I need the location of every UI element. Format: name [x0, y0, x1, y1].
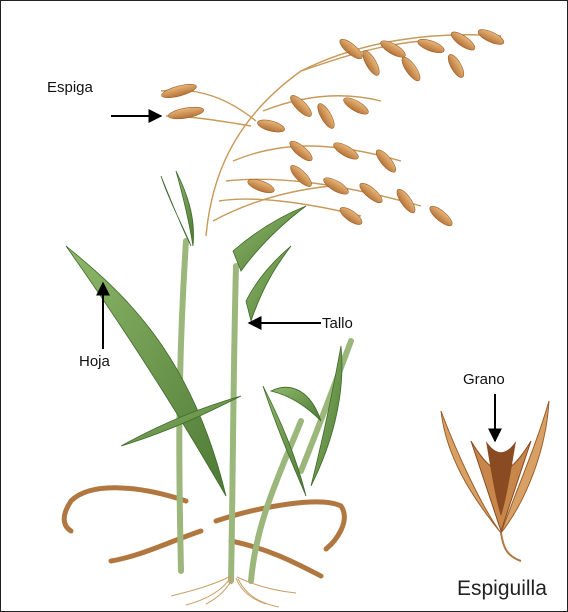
label-tallo: Tallo — [322, 315, 353, 332]
label-grano: Grano — [463, 371, 505, 388]
leaves — [66, 171, 342, 496]
label-espiga: Espiga — [47, 79, 93, 96]
label-espiguilla: Espiguilla — [457, 577, 547, 601]
label-hoja: Hoja — [79, 353, 110, 370]
dry-leaves — [64, 488, 344, 576]
